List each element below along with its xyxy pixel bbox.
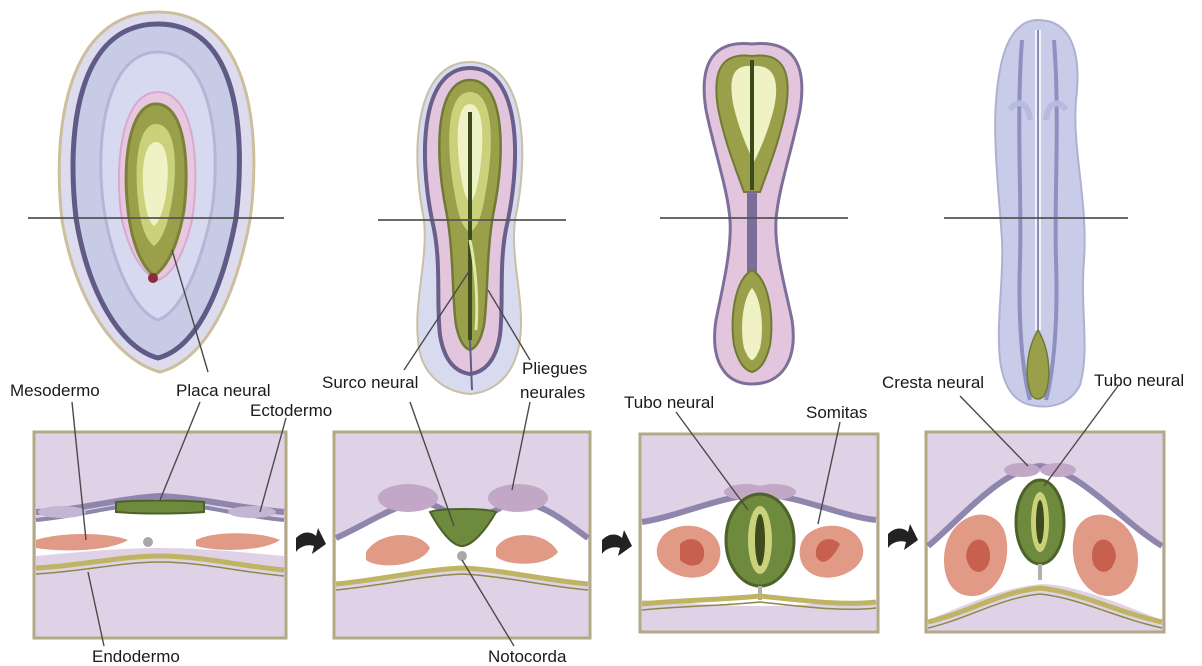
cross-section-4 (926, 432, 1164, 632)
label-pliegues: Pliegues (522, 359, 587, 378)
label-mesodermo: Mesodermo (10, 381, 100, 400)
label-notocorda: Notocorda (488, 647, 567, 666)
right-arrow-icon (888, 524, 918, 550)
embryo-top-view-4 (995, 20, 1084, 407)
cross-section-1 (34, 432, 286, 638)
right-arrow-icon (296, 528, 326, 554)
embryo-top-view-2 (417, 62, 522, 394)
label-cresta-neural: Cresta neural (882, 373, 984, 392)
label-neurales: neurales (520, 383, 585, 402)
label-somitas: Somitas (806, 403, 867, 422)
right-arrow-icon (602, 530, 632, 556)
label-tubo-neural-3: Tubo neural (624, 393, 714, 412)
label-surco-neural: Surco neural (322, 373, 418, 392)
label-ectodermo: Ectodermo (250, 401, 332, 420)
cross-section-2 (334, 432, 590, 638)
label-placa-neural: Placa neural (176, 381, 271, 400)
embryo-top-view-1 (59, 12, 254, 372)
embryo-top-view-3 (704, 44, 802, 384)
label-tubo-neural-4: Tubo neural (1094, 371, 1184, 390)
label-endodermo: Endodermo (92, 647, 180, 666)
cross-section-3 (640, 434, 878, 632)
